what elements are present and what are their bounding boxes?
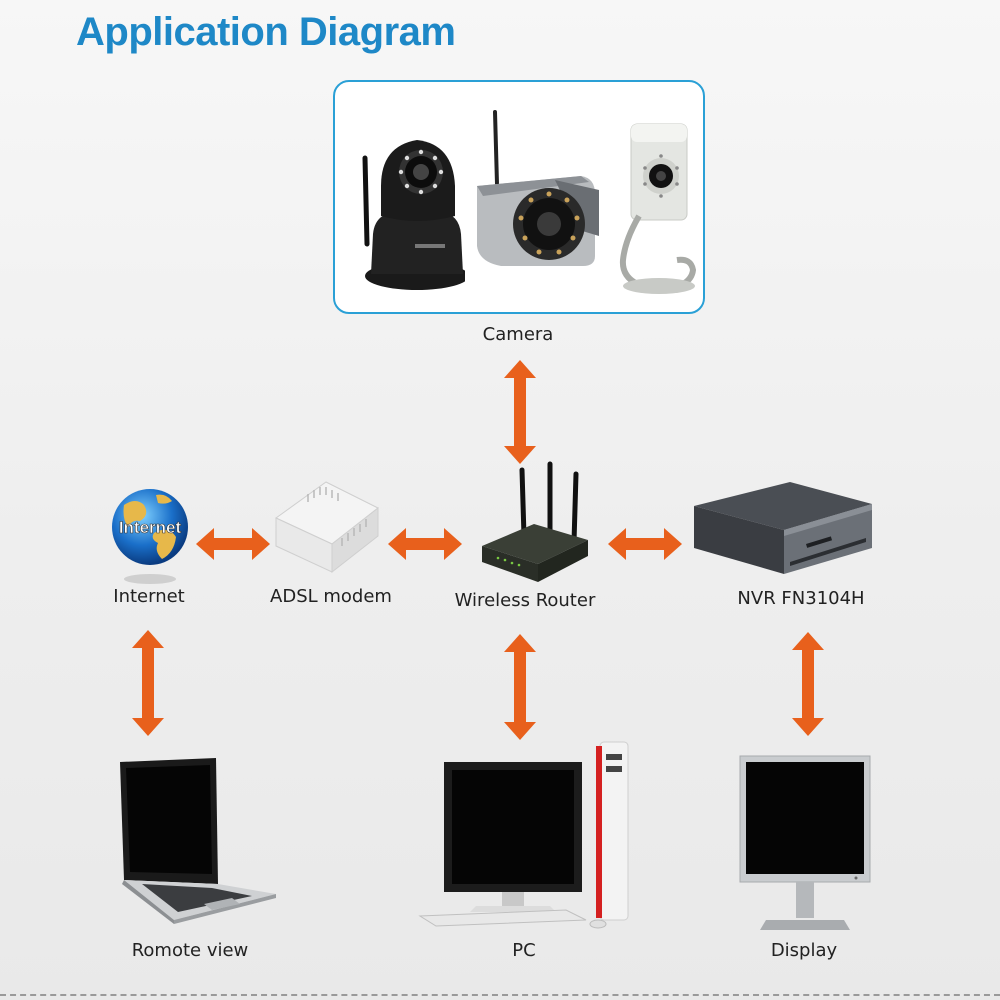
arrow-internet-modem xyxy=(196,528,270,560)
monitor-icon xyxy=(739,755,871,930)
pan-tilt-camera-icon xyxy=(362,140,465,290)
internet-label: Internet xyxy=(113,586,185,607)
remote-view-label: Romote view xyxy=(131,940,249,961)
arrow-router-nvr xyxy=(608,528,682,560)
arrow-router-pc xyxy=(504,634,536,740)
desktop-pc-icon xyxy=(418,741,629,929)
globe-icon: Internet xyxy=(112,489,188,584)
globe-text: Internet xyxy=(119,518,182,537)
modem-label: ADSL modem xyxy=(270,586,392,607)
router-label: Wireless Router xyxy=(454,590,596,611)
camera-group-box xyxy=(333,80,705,314)
arrow-internet-remote xyxy=(132,630,164,736)
cube-camera-icon xyxy=(619,123,697,294)
page-title: Application Diagram xyxy=(76,10,456,54)
display-label: Display xyxy=(770,940,838,961)
arrow-camera-router xyxy=(504,360,536,464)
nvr-label: NVR FN3104H xyxy=(737,588,865,609)
bullet-camera-icon xyxy=(477,110,599,266)
camera-label: Camera xyxy=(482,324,554,345)
arrow-modem-router xyxy=(388,528,462,560)
laptop-icon xyxy=(120,758,276,924)
footer-divider xyxy=(0,994,1000,996)
pc-label: PC xyxy=(512,940,536,961)
modem-icon xyxy=(275,481,379,574)
router-icon xyxy=(482,461,588,582)
nvr-icon xyxy=(694,482,872,574)
arrow-nvr-display xyxy=(792,632,824,736)
